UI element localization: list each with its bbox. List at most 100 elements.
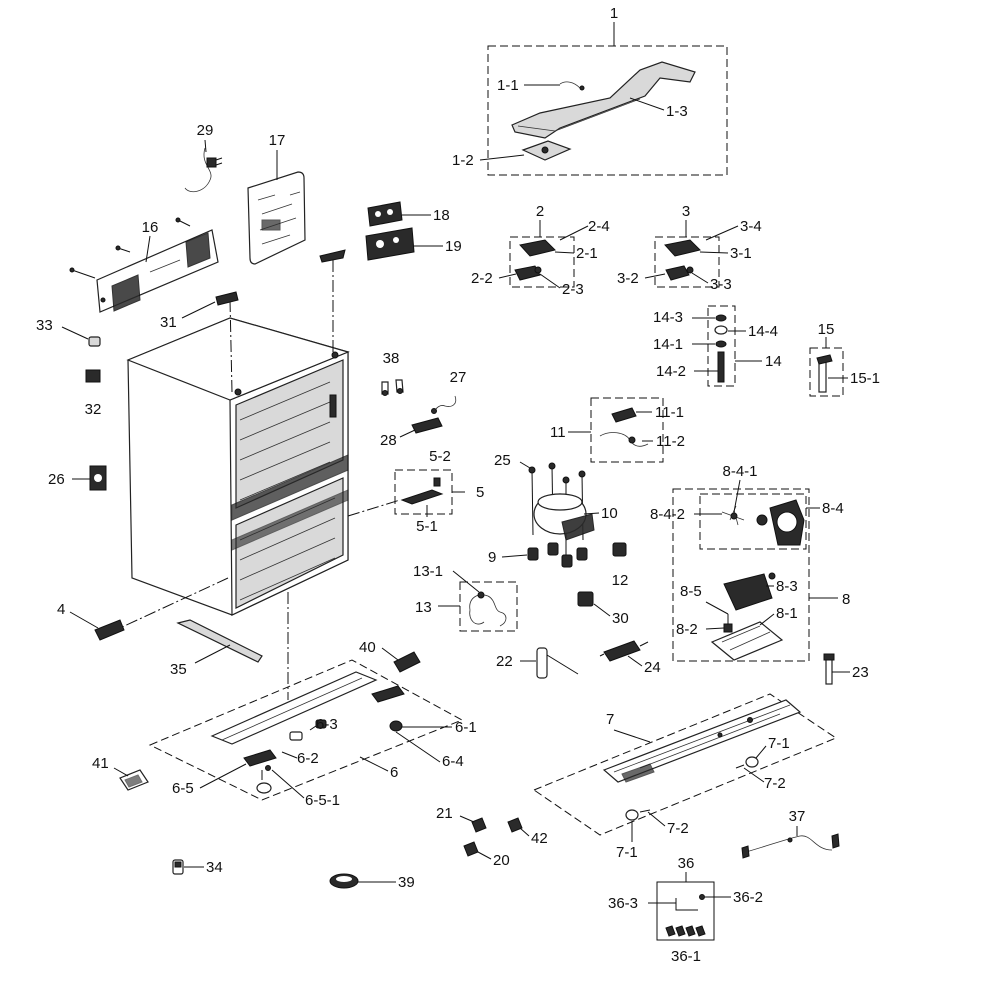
label-36-3: 36-3 xyxy=(608,895,638,912)
label-21: 21 xyxy=(436,805,453,822)
part-group-1 xyxy=(487,22,728,176)
part-34 xyxy=(172,859,184,875)
part-4 xyxy=(94,619,125,641)
part-group-36 xyxy=(656,872,715,941)
label-6: 6 xyxy=(390,764,398,781)
part-group-7 xyxy=(532,693,838,836)
part-32 xyxy=(85,369,101,383)
label-11-1: 11-1 xyxy=(655,404,684,421)
part-10-compressor xyxy=(527,462,595,568)
part-12 xyxy=(612,542,627,557)
label-41: 41 xyxy=(92,755,109,772)
label-36-1: 36-1 xyxy=(671,948,701,965)
label-35: 35 xyxy=(170,661,187,678)
label-23: 23 xyxy=(852,664,869,681)
part-group-2 xyxy=(509,220,575,288)
label-15: 15 xyxy=(818,321,835,338)
label-16: 16 xyxy=(142,219,159,236)
refrigerator-cabinet xyxy=(126,317,350,616)
label-10: 10 xyxy=(601,505,618,522)
label-30: 30 xyxy=(612,610,629,627)
label-12: 12 xyxy=(612,572,629,589)
label-39: 39 xyxy=(398,874,415,891)
label-8: 8 xyxy=(842,591,850,608)
label-1-1: 1-1 xyxy=(497,77,519,94)
part-20 xyxy=(463,841,479,857)
label-8-4: 8-4 xyxy=(822,500,844,517)
label-13: 13 xyxy=(415,599,432,616)
label-2: 2 xyxy=(536,203,544,220)
label-6-3: 6-3 xyxy=(316,716,338,733)
label-3: 3 xyxy=(682,203,690,220)
part-group-3 xyxy=(654,220,720,288)
part-33 xyxy=(88,336,101,347)
label-14: 14 xyxy=(765,353,782,370)
label-6-4: 6-4 xyxy=(442,753,464,770)
label-20: 20 xyxy=(493,852,510,869)
part-22 xyxy=(536,647,579,679)
label-5-2: 5-2 xyxy=(429,448,451,465)
label-6-1: 6-1 xyxy=(455,719,477,736)
part-19 xyxy=(365,227,415,261)
label-8-5: 8-5 xyxy=(680,583,702,600)
part-24 xyxy=(599,640,649,662)
label-14-1: 14-1 xyxy=(653,336,683,353)
label-13-1: 13-1 xyxy=(413,563,443,580)
label-8-3: 8-3 xyxy=(776,578,798,595)
label-7: 7 xyxy=(606,711,614,728)
label-1: 1 xyxy=(610,5,618,22)
label-42: 42 xyxy=(531,830,548,847)
label-25: 25 xyxy=(494,452,511,469)
label-3-2: 3-2 xyxy=(617,270,639,287)
label-3-4: 3-4 xyxy=(740,218,762,235)
label-11: 11 xyxy=(550,424,566,441)
label-2-3: 2-3 xyxy=(562,281,584,298)
part-18 xyxy=(367,201,403,227)
label-7-2-lower: 7-2 xyxy=(667,820,689,837)
part-27 xyxy=(431,395,457,414)
part-28 xyxy=(411,417,443,434)
label-38: 38 xyxy=(383,350,400,367)
part-40 xyxy=(393,651,421,673)
part-38 xyxy=(381,379,404,396)
part-23 xyxy=(823,653,835,685)
label-15-1: 15-1 xyxy=(850,370,880,387)
part-group-8 xyxy=(672,488,838,662)
label-17: 17 xyxy=(269,132,286,149)
label-40: 40 xyxy=(359,639,376,656)
label-14-3: 14-3 xyxy=(653,309,683,326)
label-14-4: 14-4 xyxy=(748,323,778,340)
label-28: 28 xyxy=(380,432,397,449)
part-42 xyxy=(507,817,523,833)
label-19: 19 xyxy=(445,238,462,255)
label-36-2: 36-2 xyxy=(733,889,763,906)
label-3-1: 3-1 xyxy=(730,245,752,262)
label-24: 24 xyxy=(644,659,661,676)
label-3-3: 3-3 xyxy=(710,276,732,293)
part-35 xyxy=(176,619,263,663)
part-30 xyxy=(577,591,594,607)
label-33: 33 xyxy=(36,317,53,334)
label-18: 18 xyxy=(433,207,450,224)
label-8-4-2: 8-4-2 xyxy=(650,506,685,523)
label-37: 37 xyxy=(789,808,806,825)
label-31: 31 xyxy=(160,314,177,331)
part-15 xyxy=(809,337,844,397)
label-22: 22 xyxy=(496,653,513,670)
part-37 xyxy=(741,833,840,859)
label-29: 29 xyxy=(197,122,214,139)
label-8-1: 8-1 xyxy=(776,605,798,622)
part-group-13 xyxy=(459,581,518,632)
label-7-1-lower: 7-1 xyxy=(616,844,638,861)
part-14 xyxy=(707,305,736,387)
label-2-1: 2-1 xyxy=(576,245,598,262)
label-7-1: 7-1 xyxy=(768,735,790,752)
label-14-2: 14-2 xyxy=(656,363,686,380)
part-26 xyxy=(89,465,107,491)
label-26: 26 xyxy=(48,471,65,488)
label-5-1: 5-1 xyxy=(416,518,438,535)
label-27: 27 xyxy=(450,369,467,386)
part-29 xyxy=(184,147,223,193)
part-16 xyxy=(69,217,219,313)
label-2-2: 2-2 xyxy=(471,270,493,287)
